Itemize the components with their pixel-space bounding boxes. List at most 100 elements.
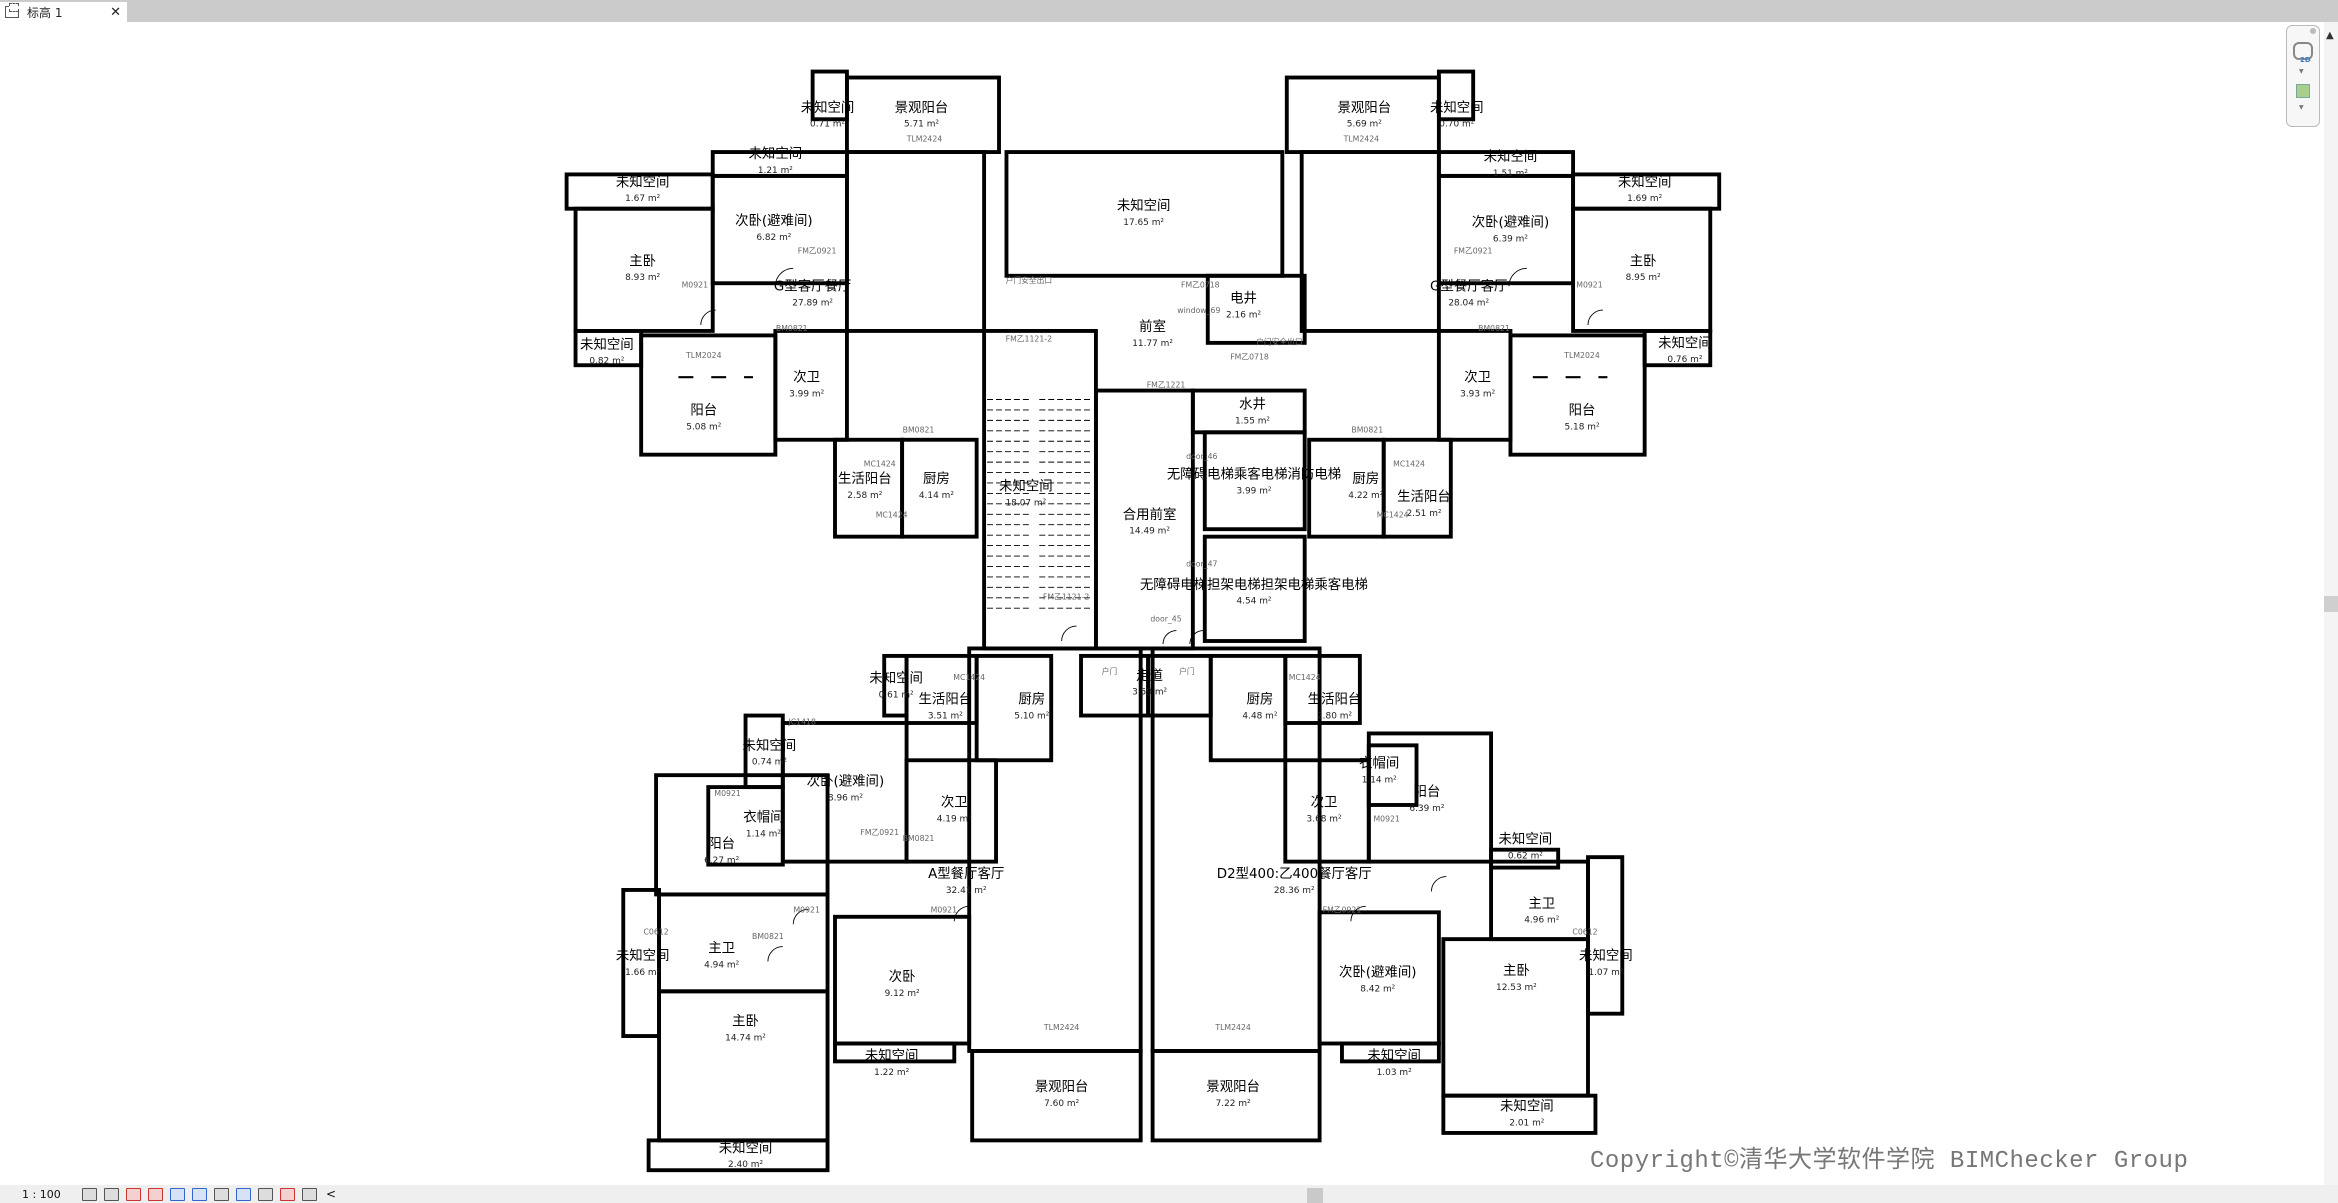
- crop-region-visibility-icon[interactable]: [192, 1187, 207, 1201]
- wall[interactable]: [844, 150, 987, 333]
- element-tag[interactable]: TLM2424: [1043, 1023, 1080, 1032]
- shadows-off-icon[interactable]: [148, 1187, 163, 1201]
- wall[interactable]: [1079, 653, 1151, 718]
- element-tag[interactable]: BM0821: [776, 324, 808, 333]
- room-tag[interactable]: 厨房5.10 m²: [1014, 692, 1049, 722]
- reveal-hidden-icon[interactable]: [236, 1187, 251, 1201]
- wall[interactable]: [1150, 1049, 1322, 1143]
- room-tag[interactable]: 主卫4.94 m²: [704, 941, 739, 971]
- wall[interactable]: [904, 758, 998, 864]
- room-tag[interactable]: 阳台5.18 m²: [1565, 402, 1600, 432]
- element-tag[interactable]: M0921: [714, 789, 740, 798]
- room-tag[interactable]: 走道3.59 m²: [1132, 668, 1167, 698]
- wall[interactable]: [1208, 653, 1288, 763]
- element-tag[interactable]: MC1424: [1393, 460, 1425, 469]
- wall[interactable]: [573, 206, 715, 333]
- wall[interactable]: [1489, 847, 1561, 870]
- vertical-scroll-thumb[interactable]: [2324, 596, 2338, 612]
- room-tag[interactable]: 厨房4.14 m²: [919, 471, 954, 501]
- room-tag[interactable]: 阳台6.27 m²: [704, 836, 739, 866]
- element-tag[interactable]: BM0821: [1351, 425, 1383, 434]
- temporary-hide-icon[interactable]: [214, 1187, 229, 1201]
- wall[interactable]: [1340, 1041, 1441, 1064]
- chevron-down-icon[interactable]: ▼: [2299, 104, 2304, 111]
- element-tag[interactable]: TLM2424: [1343, 135, 1380, 144]
- scroll-up-icon[interactable]: ▲: [2326, 30, 2334, 41]
- horizontal-scroll-thumb[interactable]: [1307, 1188, 1323, 1203]
- wall[interactable]: [1299, 150, 1441, 333]
- element-tag[interactable]: MC1424: [1377, 510, 1409, 519]
- element-tag[interactable]: TLM2024: [685, 351, 722, 360]
- wall[interactable]: [1283, 758, 1371, 864]
- element-tag[interactable]: M0921: [1373, 814, 1399, 823]
- element-tag[interactable]: door_46: [1186, 452, 1217, 461]
- element-tag[interactable]: window_69: [1177, 306, 1220, 315]
- element-tag[interactable]: FM乙0718: [1230, 352, 1269, 361]
- wall[interactable]: [900, 437, 979, 539]
- element-tag[interactable]: FM乙1121-2: [1006, 334, 1052, 343]
- temporary-view-properties-icon[interactable]: [258, 1187, 273, 1201]
- element-tag[interactable]: FM乙0921: [798, 246, 837, 255]
- room-tag[interactable]: 次卧(避难间)8.96 m²: [807, 774, 885, 804]
- room-tag[interactable]: 次卫3.68 m²: [1307, 794, 1342, 824]
- element-tag[interactable]: 户门安全出口: [1256, 336, 1303, 346]
- element-tag[interactable]: 户门安全出口: [1006, 275, 1053, 285]
- wall[interactable]: [1202, 534, 1307, 643]
- wall[interactable]: [833, 437, 905, 539]
- room-tag[interactable]: 主卫4.96 m²: [1524, 896, 1559, 926]
- element-tag[interactable]: M0921: [931, 905, 957, 914]
- wall[interactable]: [1307, 437, 1386, 539]
- wall[interactable]: [1093, 388, 1195, 651]
- wall[interactable]: [1436, 328, 1513, 442]
- wall[interactable]: [833, 1041, 957, 1064]
- room-tag[interactable]: 次卫3.99 m²: [789, 370, 824, 400]
- element-tag[interactable]: MC1424: [864, 460, 896, 469]
- wall[interactable]: [780, 721, 909, 864]
- element-tag[interactable]: FM乙0921: [1323, 905, 1362, 914]
- element-tag[interactable]: FM乙0718: [1181, 281, 1220, 290]
- wall[interactable]: [1441, 1093, 1598, 1135]
- room-tag[interactable]: 阳台6.39 m²: [1409, 784, 1444, 814]
- wall[interactable]: [1571, 206, 1713, 333]
- sun-path-off-icon[interactable]: [126, 1187, 141, 1201]
- room-tag[interactable]: 阳台5.08 m²: [686, 402, 721, 432]
- element-tag[interactable]: BM0821: [903, 425, 935, 434]
- element-tag[interactable]: M0921: [1576, 281, 1602, 290]
- wall[interactable]: [1205, 273, 1307, 345]
- view-scale[interactable]: 1 : 100: [22, 1187, 61, 1201]
- close-navbar-icon[interactable]: [2310, 28, 2316, 34]
- detail-level-icon[interactable]: [82, 1187, 97, 1201]
- element-tag[interactable]: BM0821: [752, 932, 784, 941]
- room-tag[interactable]: 电井2.16 m²: [1226, 291, 1261, 321]
- wall[interactable]: [1381, 437, 1453, 539]
- element-tag[interactable]: TLM2024: [1563, 351, 1600, 360]
- collapse-chevron-icon[interactable]: <: [326, 1187, 337, 1201]
- wall[interactable]: [646, 1138, 830, 1173]
- element-tag[interactable]: 户门: [1179, 666, 1195, 676]
- room-tag[interactable]: 主卧8.95 m²: [1626, 253, 1661, 283]
- room-tag[interactable]: 水井1.55 m²: [1235, 396, 1270, 426]
- close-tab-icon[interactable]: ✕: [110, 4, 121, 20]
